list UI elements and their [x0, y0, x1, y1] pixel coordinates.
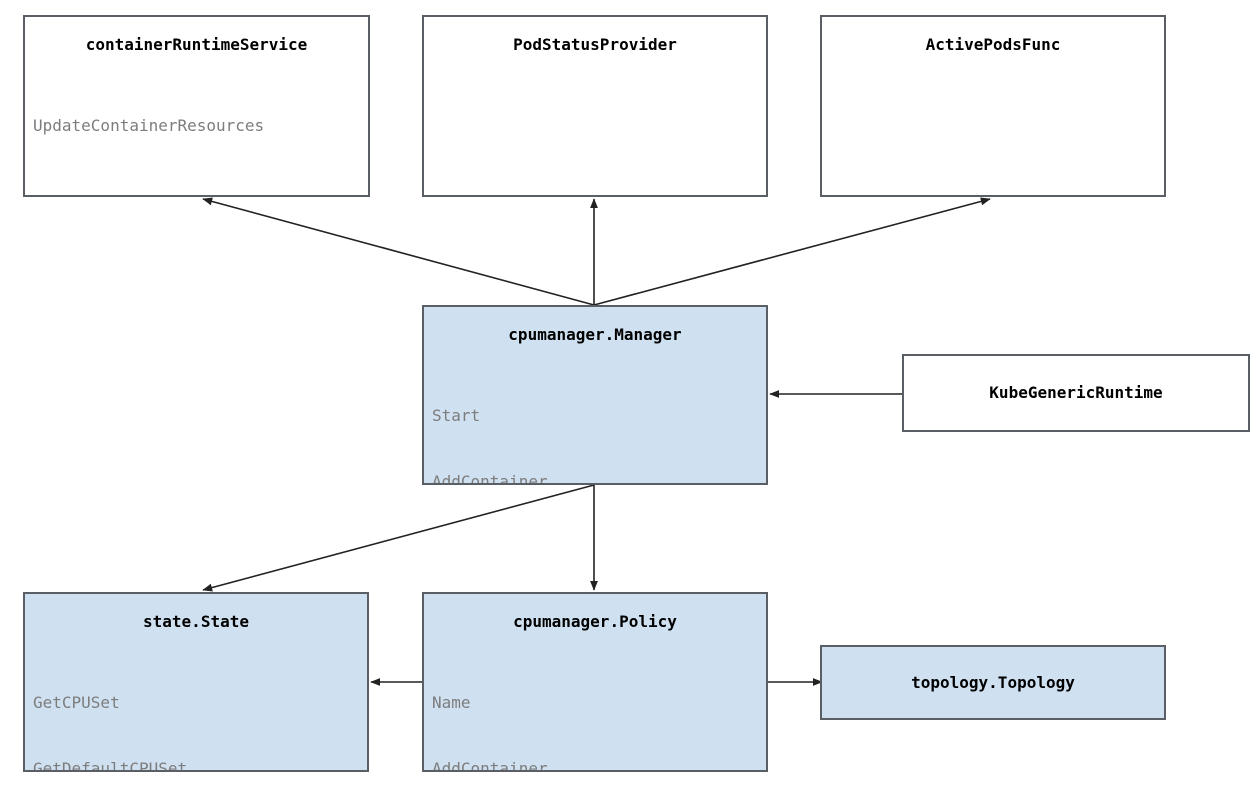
member-update-container-resources: UpdateContainerResources — [33, 116, 265, 135]
edge-manager-to-state-state — [202, 484, 595, 592]
node-state-state[interactable]: state.State GetCPUSet GetDefaultCPUSet S… — [23, 592, 369, 772]
node-active-pods-func[interactable]: ActivePodsFunc — [820, 15, 1166, 197]
node-title-cpumanager-manager: cpumanager.Manager — [508, 325, 682, 344]
node-members-cpumanager-policy: Name AddContainer RemoveContainer — [424, 648, 766, 772]
node-title-state-state: state.State — [143, 612, 249, 631]
node-title-cpumanager-policy: cpumanager.Policy — [513, 612, 677, 631]
member-name: Name — [432, 693, 471, 712]
node-cpumanager-manager[interactable]: cpumanager.Manager Start AddContainer Re… — [422, 305, 768, 485]
node-title-topology-topology: topology.Topology — [911, 672, 1075, 692]
node-title-container-runtime-service: containerRuntimeService — [85, 35, 308, 54]
edge-manager-to-container-runtime-service — [202, 197, 595, 306]
member-add-container: AddContainer — [432, 472, 548, 485]
member-get-default-cpuset: GetDefaultCPUSet — [33, 759, 188, 772]
node-container-runtime-service[interactable]: containerRuntimeService UpdateContainerR… — [23, 15, 370, 197]
node-title-active-pods-func: ActivePodsFunc — [925, 35, 1061, 54]
edge-manager-to-active-pods-func — [593, 197, 991, 306]
node-topology-topology[interactable]: topology.Topology — [820, 645, 1166, 720]
node-title-kube-generic-runtime: KubeGenericRuntime — [989, 383, 1163, 402]
node-members-state-state: GetCPUSet GetDefaultCPUSet SetCPUSet Set… — [25, 648, 367, 772]
node-members-container-runtime-service: UpdateContainerResources — [25, 71, 368, 181]
node-kube-generic-runtime[interactable]: KubeGenericRuntime — [902, 354, 1250, 432]
member-start: Start — [432, 406, 481, 425]
node-members-cpumanager-manager: Start AddContainer RemoveContainer State — [424, 361, 766, 485]
node-title-pod-status-provider: PodStatusProvider — [513, 35, 677, 54]
member-policy-add-container: AddContainer — [432, 759, 548, 772]
node-pod-status-provider[interactable]: PodStatusProvider — [422, 15, 768, 197]
member-get-cpuset: GetCPUSet — [33, 693, 120, 712]
node-cpumanager-policy[interactable]: cpumanager.Policy Name AddContainer Remo… — [422, 592, 768, 772]
